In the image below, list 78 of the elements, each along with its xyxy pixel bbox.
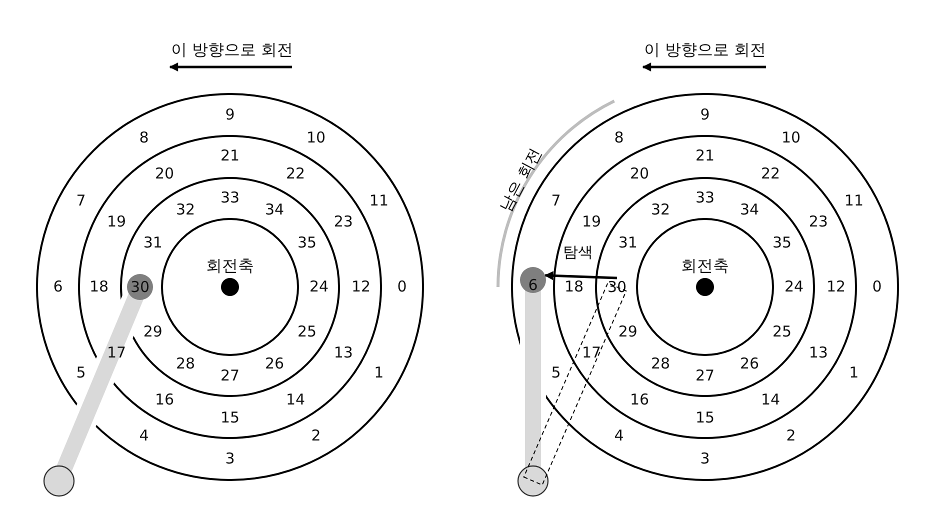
sector-number: 24 [309,278,329,296]
sector-number: 2 [786,427,796,445]
sector-number: 19 [107,212,126,230]
sector-number: 21 [695,147,715,165]
sector-number: 12 [351,278,371,296]
sector-number: 26 [264,355,284,373]
sector-number: 4 [139,427,149,445]
sector-number: 16 [630,392,650,410]
sector-number: 3 [225,450,235,468]
sector-number: 20 [630,164,650,182]
sector-number: 0 [397,278,407,296]
sector-number: 3 [700,450,710,468]
spindle-label: 회전축 [206,256,254,276]
rotation-direction-label: 이 방향으로 회전 [170,40,294,60]
sector-number: 25 [298,322,317,340]
sector-number: 24 [784,278,804,296]
sector-number: 8 [614,129,624,147]
sector-number: 33 [220,189,240,207]
sector-number: 34 [740,201,760,219]
sector-number: 32 [650,201,670,219]
sector-number: 18 [89,278,109,296]
sector-number: 32 [176,201,196,219]
sector-number: 11 [844,192,864,210]
remaining-rotation-label: 남은 회전 [496,145,546,215]
sector-number: 35 [772,234,792,252]
sector-number: 12 [826,278,846,296]
sector-number: 35 [298,234,317,252]
sector-number: 21 [220,147,240,165]
sector-number: 22 [760,164,780,182]
sector-number: 11 [369,192,388,210]
sector-number: 19 [582,212,602,230]
edge-label: 탐색 [562,244,594,260]
sector-number: 16 [154,392,174,410]
sector-number: 27 [695,367,715,385]
sector-number: 23 [334,212,353,230]
sector-number: 10 [306,129,326,147]
read-head: 30 [127,274,153,300]
sector-number: 20 [154,164,174,182]
sector-number: 14 [760,392,780,410]
sector-number: 5 [76,364,86,382]
sector-number: 7 [551,192,561,210]
sector-number: 31 [143,234,162,252]
sector-number: 29 [143,322,162,340]
sector-number: 7 [76,192,86,210]
sector-number: 34 [264,201,284,219]
sector-number: 13 [808,344,828,362]
read-head: 6 [520,267,546,293]
sector-number: 4 [614,427,624,445]
sector-number: 10 [781,129,801,147]
sector-number: 5 [551,364,561,382]
sector-number: 26 [740,355,760,373]
seek-arrow [544,271,618,280]
sector-number: 8 [139,129,149,147]
sector-number: 31 [618,234,638,252]
sector-number: 25 [772,322,792,340]
sector-number: 14 [286,392,306,410]
sector-number: 0 [872,278,882,296]
sector-number: 9 [700,106,710,124]
sector-number: 22 [286,164,306,182]
sector-number: 9 [225,106,235,124]
sector-number: 17 [582,344,602,362]
sector-number: 1 [374,364,384,382]
sector-number: 27 [220,367,240,385]
sector-number: 28 [650,355,670,373]
sector-number: 18 [564,278,584,296]
sector-number: 6 [53,278,63,296]
spindle-label: 회전축 [681,256,729,276]
sector-number: 33 [695,189,715,207]
sector-number: 17 [107,344,126,362]
sector-number: 23 [808,212,828,230]
sector-number: 28 [176,355,196,373]
rotation-direction-label: 이 방향으로 회전 [644,40,766,60]
sector-number: 29 [618,322,638,340]
sector-number: 2 [311,427,321,445]
sector-number: 1 [849,364,859,382]
sector-number: 15 [220,409,240,427]
sector-number: 13 [334,344,353,362]
sector-number: 15 [695,409,715,427]
